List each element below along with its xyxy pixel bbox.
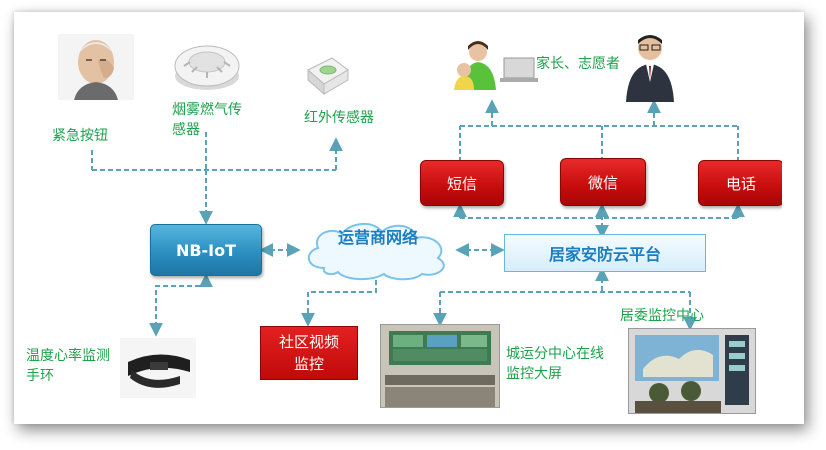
elderly-man-image [58, 34, 134, 100]
infrared-sensor-label: 红外传感器 [304, 110, 374, 126]
nbiot-label: NB-IoT [175, 240, 237, 260]
cloud-platform-label: 居家安防云平台 [548, 245, 661, 264]
wechat-label: 微信 [587, 173, 618, 192]
wechat-node: 微信 [560, 158, 646, 206]
diagram-canvas: 紧急按钮 烟雾燃气传感器 红外传感器 NB-IoT 运营商网络 [22, 22, 782, 414]
community-video-label: 社区视频监控 [278, 333, 339, 373]
committee-center-label: 居委监控中心 [620, 308, 704, 324]
sms-node: 短信 [420, 160, 504, 206]
ops-center-image [380, 324, 500, 408]
line-nbiot-wristband [149, 273, 213, 337]
line-cloud-video [301, 280, 377, 327]
sms-label: 短信 [446, 174, 477, 193]
ops-center-label: 城运分中心在线监控大屏 [506, 346, 604, 382]
volunteer-image [618, 32, 682, 102]
wristband-label: 温度心率监测手环 [26, 348, 110, 384]
infrared-sensor-image [302, 52, 352, 98]
emergency-button-label: 紧急按钮 [52, 128, 108, 144]
family-volunteer-label: 家长、志愿者 [536, 56, 620, 72]
connector-lines [91, 99, 745, 337]
phone-label: 电话 [725, 174, 756, 193]
nbiot-node: NB-IoT [150, 224, 262, 276]
phone-node: 电话 [698, 160, 782, 206]
wristband-image [120, 338, 196, 398]
cloud-platform-node: 居家安防云平台 [504, 234, 706, 272]
family-image [450, 40, 540, 96]
operator-network-cloud: 运营商网络 [298, 218, 458, 282]
community-video-node: 社区视频监控 [260, 326, 358, 380]
operator-network-label: 运营商网络 [337, 228, 418, 247]
smoke-gas-sensor-label: 烟雾燃气传感器 [172, 102, 242, 138]
committee-center-image [628, 328, 756, 414]
cloud-shape [308, 223, 445, 281]
smoke-sensor-image [172, 36, 242, 94]
